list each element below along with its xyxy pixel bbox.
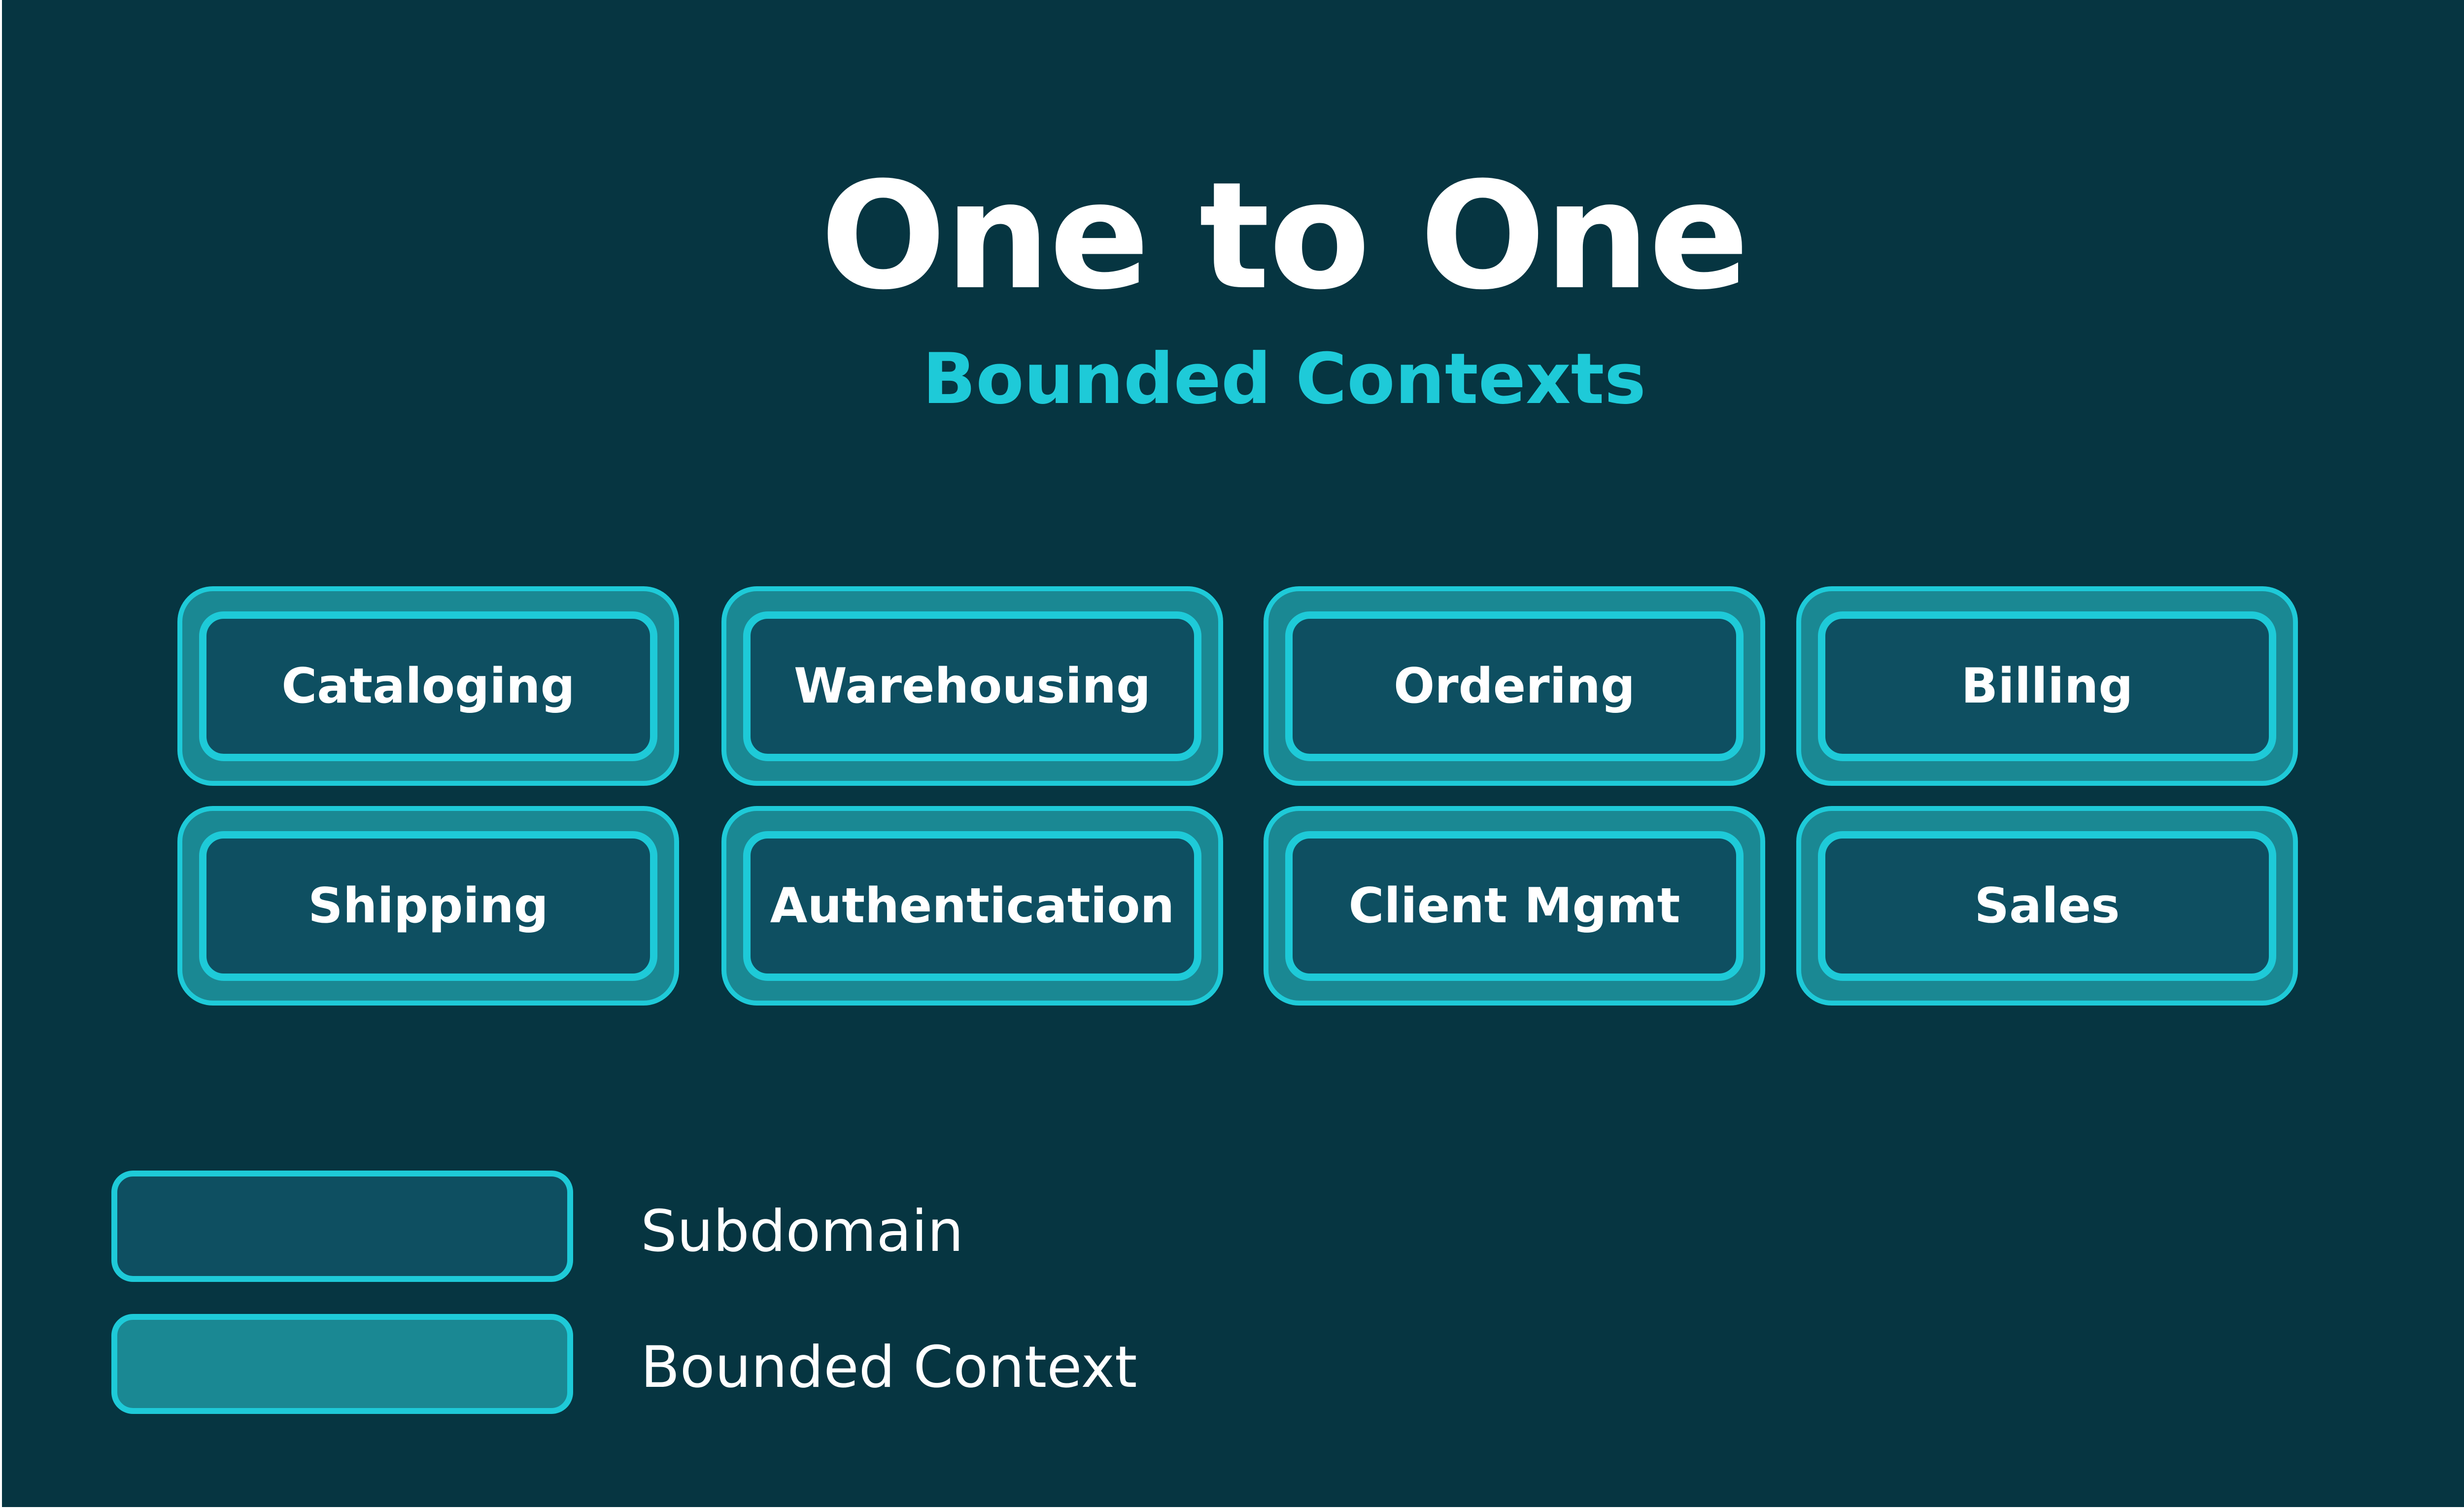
bounded-context-box: Billing xyxy=(1796,586,2298,786)
subdomain-label: Warehousing xyxy=(793,658,1151,714)
subdomain-box: Shipping xyxy=(199,831,657,981)
subdomain-box: Client Mgmt xyxy=(1285,831,1744,981)
legend-swatch-subdomain xyxy=(111,1171,573,1282)
subdomain-box: Warehousing xyxy=(743,611,1201,761)
slide-subtitle: Bounded Contexts xyxy=(922,338,1646,420)
subdomain-label: Client Mgmt xyxy=(1348,878,1680,934)
bounded-context-box: Cataloging xyxy=(177,586,679,786)
bounded-context-box: Shipping xyxy=(177,806,679,1006)
subdomain-box: Billing xyxy=(1818,611,2276,761)
subdomain-label: Shipping xyxy=(308,878,548,934)
legend-label-subdomain: Subdomain xyxy=(641,1198,964,1265)
subdomain-label: Authentication xyxy=(770,878,1175,934)
subdomain-box: Authentication xyxy=(743,831,1201,981)
subdomain-box: Ordering xyxy=(1285,611,1744,761)
subdomain-label: Ordering xyxy=(1393,658,1636,714)
subdomain-box: Cataloging xyxy=(199,611,657,761)
slide-title: One to One xyxy=(820,150,1749,322)
legend-swatch-bounded-context xyxy=(111,1314,573,1414)
bounded-context-box: Warehousing xyxy=(721,586,1223,786)
bounded-context-box: Ordering xyxy=(1264,586,1765,786)
subdomain-label: Billing xyxy=(1961,658,2133,714)
bounded-context-box: Authentication xyxy=(721,806,1223,1006)
bounded-context-box: Sales xyxy=(1796,806,2298,1006)
subdomain-box: Sales xyxy=(1818,831,2276,981)
legend-label-bounded-context: Bounded Context xyxy=(641,1334,1137,1401)
subdomain-label: Sales xyxy=(1974,878,2120,934)
subdomain-label: Cataloging xyxy=(281,658,575,714)
bounded-context-box: Client Mgmt xyxy=(1264,806,1765,1006)
